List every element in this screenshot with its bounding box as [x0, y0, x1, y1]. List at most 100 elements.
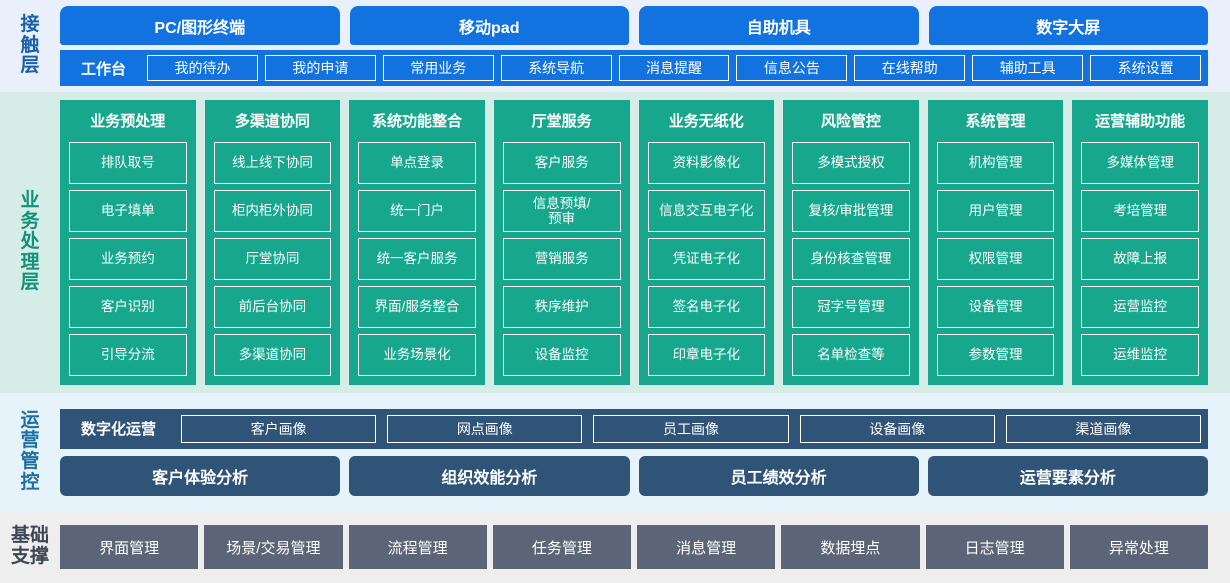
business-item[interactable]: 业务场景化	[358, 334, 476, 376]
portrait-channel[interactable]: 渠道画像	[1005, 414, 1202, 443]
workbench-item-navigation[interactable]: 系统导航	[500, 55, 612, 82]
workbench-row: 工作台 我的待办 我的申请 常用业务 系统导航 消息提醒 信息公告 在线帮助 辅…	[60, 50, 1208, 86]
layer-business-label-char: 业	[20, 190, 40, 212]
business-item[interactable]: 运营监控	[1081, 286, 1199, 328]
business-item[interactable]: 复核/审批管理	[792, 190, 910, 232]
business-item[interactable]: 客户识别	[69, 286, 187, 328]
business-column-title: 厅堂服务	[531, 113, 592, 130]
terminal-chip-pc[interactable]: PC/图形终端	[60, 6, 340, 46]
workbench-item-help[interactable]: 在线帮助	[854, 55, 966, 82]
business-column-risk-control: 风险管控 多模式授权 复核/审批管理 身份核查管理 冠字号管理 名单检查等	[783, 100, 919, 385]
foundation-item-exception[interactable]: 异常处理	[1069, 525, 1208, 569]
business-item[interactable]: 界面/服务整合	[358, 286, 476, 328]
business-item[interactable]: 印章电子化	[647, 334, 766, 376]
business-item[interactable]: 身份核查管理	[792, 238, 910, 280]
terminal-chip-bigscreen[interactable]: 数字大屏	[928, 6, 1208, 46]
business-column-title: 业务无纸化	[668, 113, 744, 130]
workbench-item-todo[interactable]: 我的待办	[147, 55, 258, 82]
layer-business-label-char: 处	[20, 231, 40, 253]
business-item[interactable]: 引导分流	[69, 334, 187, 376]
business-item[interactable]: 电子填单	[69, 190, 187, 232]
business-item[interactable]: 考培管理	[1081, 190, 1199, 232]
portrait-customer[interactable]: 客户画像	[181, 414, 377, 443]
business-item[interactable]: 用户管理	[936, 190, 1055, 232]
terminal-chip-kiosk[interactable]: 自助机具	[639, 6, 919, 46]
business-item[interactable]: 多渠道协同	[213, 334, 332, 376]
business-column-system-management: 系统管理 机构管理 用户管理 权限管理 设备管理 参数管理	[927, 100, 1064, 385]
layer-operations-label-char: 营	[20, 430, 40, 452]
business-item[interactable]: 柜内柜外协同	[213, 190, 332, 232]
analysis-operation-factors[interactable]: 运营要素分析	[927, 455, 1208, 496]
layer-touch: 接 触 层 PC/图形终端 移动pad 自助机具 数字大屏 工作台 我的待办 我…	[0, 0, 1230, 92]
business-item[interactable]: 统一客户服务	[358, 238, 476, 280]
analysis-customer-experience[interactable]: 客户体验分析	[60, 455, 341, 496]
layer-business-label-char: 层	[20, 272, 40, 294]
business-item[interactable]: 排队取号	[69, 142, 187, 184]
business-item[interactable]: 权限管理	[936, 238, 1055, 280]
layer-foundation-body: 界面管理 场景/交易管理 流程管理 任务管理 消息管理 数据埋点 日志管理 异常…	[60, 518, 1230, 576]
layer-operations-label: 运 营 管 控	[0, 400, 60, 504]
business-item[interactable]: 设备监控	[502, 334, 621, 376]
business-item[interactable]: 业务预约	[69, 238, 187, 280]
workbench-item-settings[interactable]: 系统设置	[1090, 55, 1202, 82]
portrait-branch[interactable]: 网点画像	[387, 414, 583, 443]
business-item[interactable]: 营销服务	[502, 238, 621, 280]
layer-business-label: 业 务 处 理 层	[0, 100, 60, 385]
business-column-title: 系统功能整合	[372, 113, 463, 130]
business-item[interactable]: 名单检查等	[792, 334, 910, 376]
layer-touch-label: 接 触 层	[0, 6, 60, 86]
business-item[interactable]: 多模式授权	[792, 142, 910, 184]
business-item[interactable]: 线上线下协同	[213, 142, 332, 184]
foundation-item-message[interactable]: 消息管理	[637, 525, 776, 569]
business-item[interactable]: 参数管理	[936, 334, 1055, 376]
analysis-organization-efficiency[interactable]: 组织效能分析	[349, 455, 630, 496]
business-column-operation-support: 运营辅助功能 多媒体管理 考培管理 故障上报 运营监控 运维监控	[1072, 100, 1208, 385]
terminal-row: PC/图形终端 移动pad 自助机具 数字大屏	[60, 6, 1208, 46]
portrait-employee[interactable]: 员工画像	[593, 414, 789, 443]
business-item[interactable]: 运维监控	[1081, 334, 1199, 376]
business-item[interactable]: 多媒体管理	[1081, 142, 1199, 184]
workbench-item-common[interactable]: 常用业务	[382, 55, 494, 82]
workbench-item-tools[interactable]: 辅助工具	[972, 55, 1084, 82]
workbench-item-application[interactable]: 我的申请	[264, 55, 376, 82]
layer-operations: 运 营 管 控 数字化运营 客户画像 网点画像 员工画像 设备画像 渠道画像 客…	[0, 393, 1230, 511]
business-column-title: 系统管理	[965, 113, 1026, 130]
foundation-item-scene[interactable]: 场景/交易管理	[204, 525, 343, 569]
business-item[interactable]: 统一门户	[358, 190, 476, 232]
business-item[interactable]: 机构管理	[936, 142, 1055, 184]
business-item[interactable]: 签名电子化	[647, 286, 766, 328]
business-item[interactable]: 冠字号管理	[792, 286, 910, 328]
business-item[interactable]: 故障上报	[1081, 238, 1199, 280]
business-columns: 业务预处理 排队取号 电子填单 业务预约 客户识别 引导分流 多渠道协同 线上线…	[60, 100, 1208, 385]
workbench-item-announcement[interactable]: 信息公告	[736, 55, 848, 82]
business-item[interactable]: 信息交互电子化	[647, 190, 766, 232]
portrait-device[interactable]: 设备画像	[799, 414, 995, 443]
business-item[interactable]: 单点登录	[358, 142, 476, 184]
foundation-item-data-point[interactable]: 数据埋点	[781, 525, 920, 569]
layer-business-body: 业务预处理 排队取号 电子填单 业务预约 客户识别 引导分流 多渠道协同 线上线…	[60, 100, 1230, 385]
analysis-employee-performance[interactable]: 员工绩效分析	[638, 455, 919, 496]
foundation-item-process[interactable]: 流程管理	[348, 525, 487, 569]
business-item[interactable]: 厅堂协同	[213, 238, 332, 280]
workbench-item-message[interactable]: 消息提醒	[618, 55, 730, 82]
terminal-chip-pad[interactable]: 移动pad	[349, 6, 629, 46]
business-item[interactable]: 秩序维护	[502, 286, 621, 328]
business-item[interactable]: 设备管理	[936, 286, 1055, 328]
business-item[interactable]: 前后台协同	[213, 286, 332, 328]
business-column-paperless: 业务无纸化 资料影像化 信息交互电子化 凭证电子化 签名电子化 印章电子化	[638, 100, 775, 385]
layer-foundation: 基础 支撑 界面管理 场景/交易管理 流程管理 任务管理 消息管理 数据埋点 日…	[0, 511, 1230, 583]
foundation-item-task[interactable]: 任务管理	[492, 525, 631, 569]
business-column-lobby-service: 厅堂服务 客户服务 信息预填/ 预审 营销服务 秩序维护 设备监控	[493, 100, 630, 385]
business-column-system-integration: 系统功能整合 单点登录 统一门户 统一客户服务 界面/服务整合 业务场景化	[349, 100, 485, 385]
business-item[interactable]: 客户服务	[502, 142, 621, 184]
business-column-multichannel: 多渠道协同 线上线下协同 柜内柜外协同 厅堂协同 前后台协同 多渠道协同	[204, 100, 341, 385]
foundation-item-ui[interactable]: 界面管理	[60, 525, 199, 569]
business-item[interactable]: 资料影像化	[647, 142, 766, 184]
business-item[interactable]: 凭证电子化	[647, 238, 766, 280]
business-column-title: 运营辅助功能	[1095, 113, 1186, 130]
foundation-item-log[interactable]: 日志管理	[925, 525, 1064, 569]
business-item[interactable]: 信息预填/ 预审	[502, 190, 621, 232]
layer-foundation-label: 基础 支撑	[0, 518, 60, 576]
foundation-row: 界面管理 场景/交易管理 流程管理 任务管理 消息管理 数据埋点 日志管理 异常…	[60, 525, 1208, 569]
